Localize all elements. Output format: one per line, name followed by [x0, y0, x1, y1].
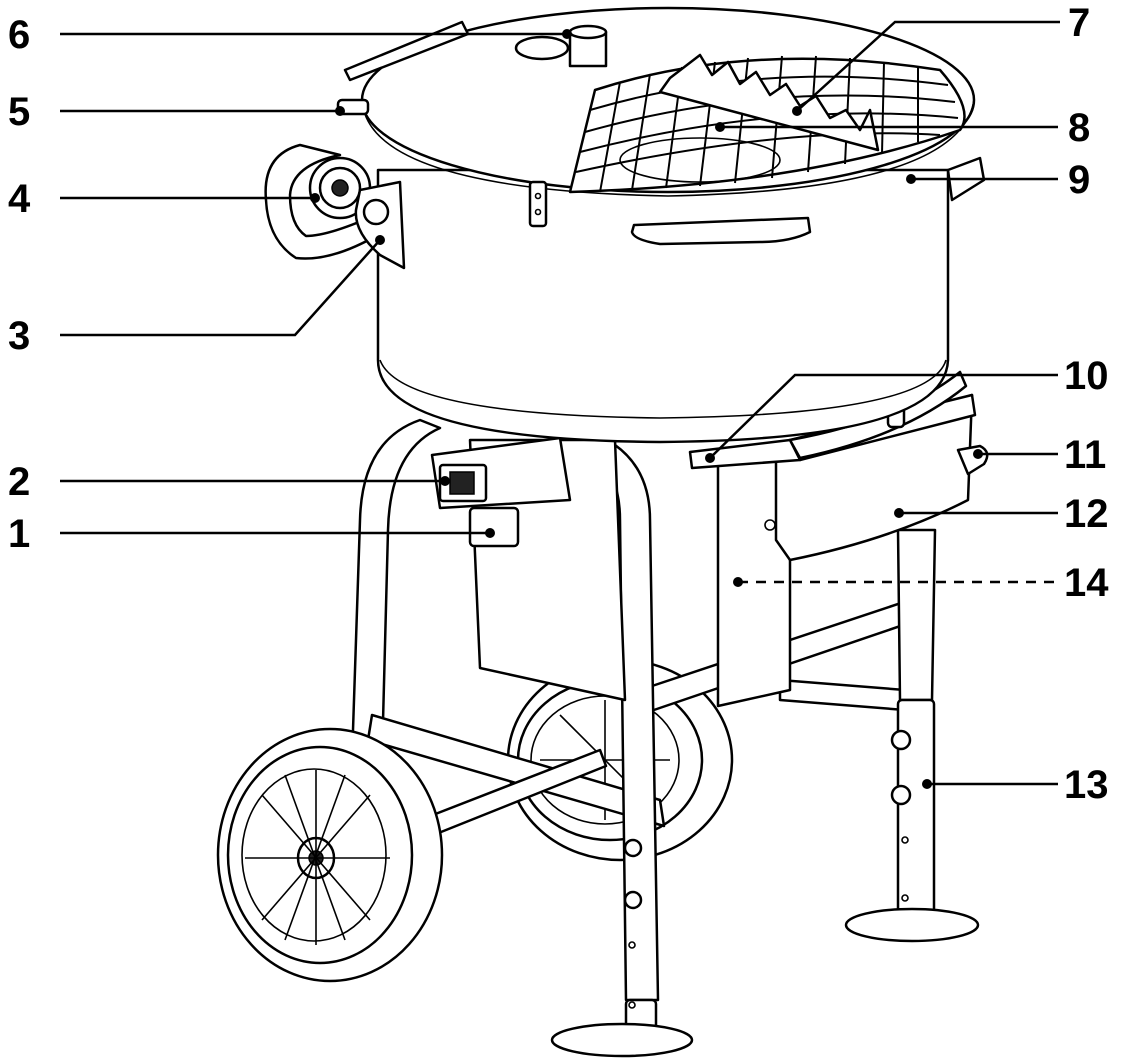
- leader-6-dot: [562, 29, 572, 39]
- leader-10-dot: [705, 453, 715, 463]
- callout-14: 14: [1064, 561, 1109, 605]
- leader-10: [709, 373, 1058, 459]
- side-motor-assembly: [264, 20, 470, 270]
- callout-4: 4: [8, 177, 31, 221]
- callout-8: 8: [1068, 106, 1090, 150]
- callout-1: 1: [8, 512, 30, 556]
- callout-9: 9: [1068, 158, 1090, 202]
- leader-7-dot: [792, 106, 802, 116]
- callout-11: 11: [1064, 433, 1106, 477]
- vent-cap: [514, 24, 608, 68]
- callout-7: 7: [1068, 1, 1090, 45]
- leader-13-dot: [922, 779, 932, 789]
- leader-3: [60, 239, 381, 337]
- leader-8-dot: [715, 122, 725, 132]
- leader-7: [796, 20, 1060, 112]
- foot-plates: [550, 907, 980, 1058]
- front-wheel: [216, 727, 444, 983]
- callout-10: 10: [1064, 354, 1109, 398]
- leader-5-dot: [335, 106, 345, 116]
- callout-3: 3: [8, 314, 30, 358]
- leader-1-dot: [485, 528, 495, 538]
- callout-13: 13: [1064, 763, 1109, 807]
- callout-12: 12: [1064, 492, 1109, 536]
- leader-12-dot: [894, 508, 904, 518]
- leader-3-dot: [375, 235, 385, 245]
- callout-leaders: [60, 20, 1060, 789]
- leader-9-dot: [906, 174, 916, 184]
- callout-6: 6: [8, 13, 30, 57]
- motor-housing: [430, 436, 627, 702]
- leader-14-dot: [733, 577, 743, 587]
- leader-2-dot: [440, 476, 450, 486]
- leader-11-dot: [973, 449, 983, 459]
- mixer-illustration: [216, 6, 989, 1058]
- callout-5: 5: [8, 90, 30, 134]
- leader-4-dot: [310, 193, 320, 203]
- callout-2: 2: [8, 460, 30, 504]
- callout-numbers: 1 2 3 4 5 6 7 8 9 10 11 12 13 14: [8, 1, 1109, 807]
- mixer-drum: [376, 156, 986, 444]
